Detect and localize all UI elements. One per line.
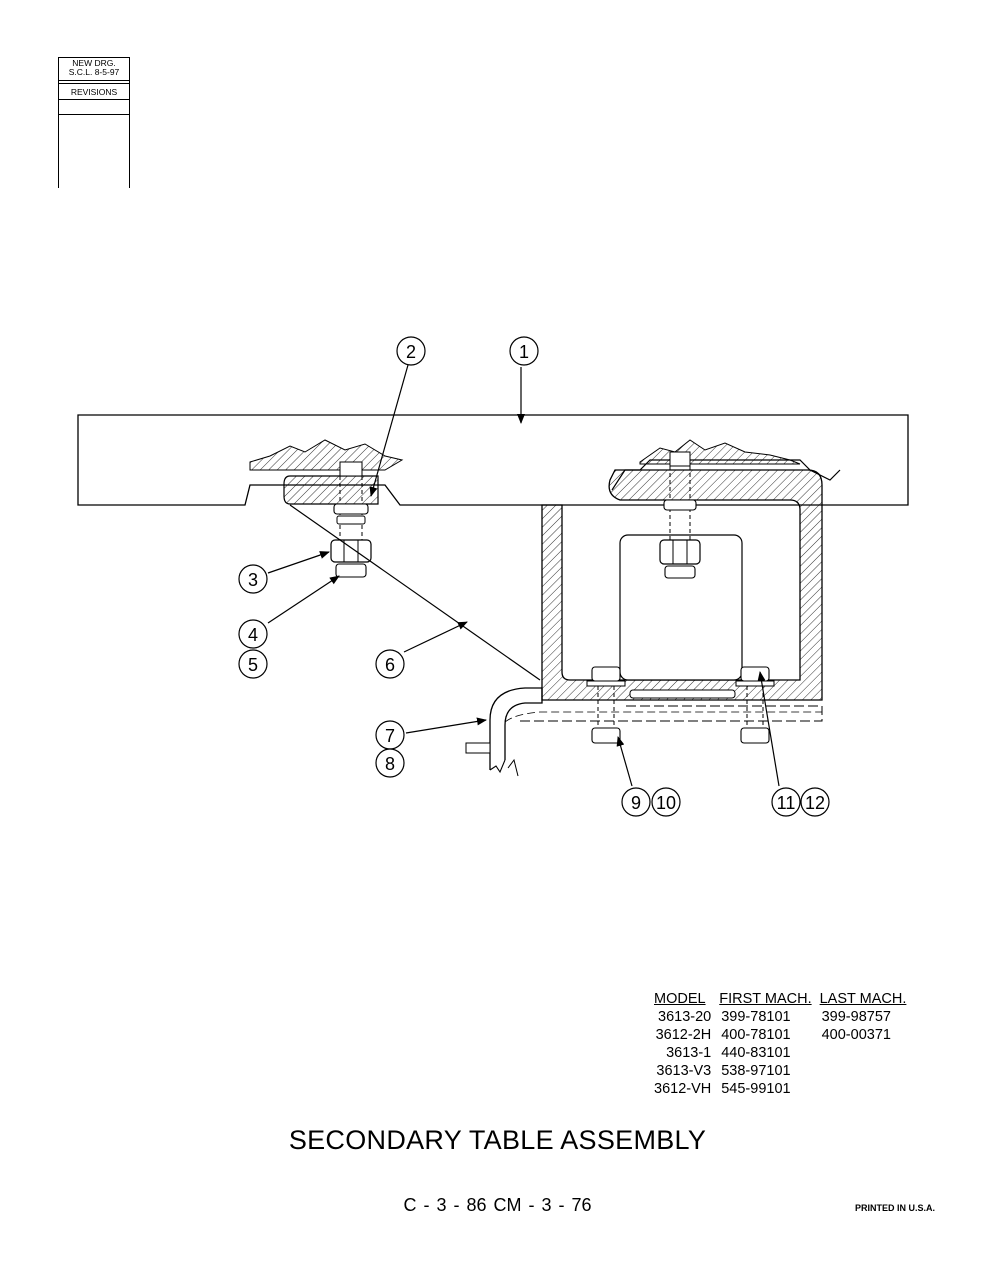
right-bracket-hatch	[639, 439, 801, 465]
bottom-right-washer	[735, 680, 775, 687]
left-bolt-head	[339, 461, 363, 477]
last-mach-cell	[816, 1080, 911, 1098]
right-hex-nut	[659, 539, 701, 565]
callout-11-label: 11	[777, 793, 796, 813]
callout-2-label: 2	[406, 342, 416, 362]
drawing-title: SECONDARY TABLE ASSEMBLY	[288, 1125, 707, 1155]
callout-8: 8	[375, 748, 405, 778]
callout-4: 4	[238, 619, 268, 649]
box-divider	[58, 83, 130, 84]
left-jam-nut	[335, 563, 367, 578]
table-row: 3613-V3 538-97101	[650, 1062, 910, 1080]
inner-slot	[629, 689, 736, 699]
last-mach-cell	[816, 1062, 911, 1080]
callout-6-label: 6	[385, 655, 395, 675]
box-border-left	[58, 57, 59, 188]
table-row: 3612-VH 545-99101	[650, 1080, 910, 1098]
revision-drawing-note: NEW DRG.	[72, 58, 116, 68]
revisions-box: NEW DRG. S.C.L. 8-5-97 REVISIONS	[58, 57, 130, 188]
callout-2: 2	[396, 336, 426, 366]
inner-block	[619, 534, 743, 681]
callout-1-label: 1	[519, 342, 529, 362]
bottom-left-bolt-head	[591, 666, 621, 682]
channel-frame	[541, 469, 823, 701]
right-jam-nut	[664, 565, 696, 579]
model-cell: 3613-V3	[656, 1063, 712, 1079]
last-mach-cell: 399-98757	[821, 1009, 891, 1025]
revisions-label: REVISIONS	[70, 87, 118, 97]
callout-4-label: 4	[248, 625, 258, 645]
callout-11: 11	[771, 787, 801, 817]
model-serial-table: MODEL FIRST MACH. LAST MACH. 3613-20 399…	[650, 990, 910, 1098]
bent-guide-inner-phantom	[504, 711, 822, 723]
printed-in-usa: PRINTED IN U.S.A.	[854, 1203, 935, 1213]
box-border-top	[58, 57, 130, 58]
first-mach-cell: 400-78101	[721, 1027, 791, 1043]
callout-12: 12	[800, 787, 830, 817]
bent-guide	[489, 687, 543, 770]
callout-3: 3	[238, 564, 268, 594]
table-row: 3613-1 440-83101	[650, 1044, 910, 1062]
header-last-mach: LAST MACH.	[819, 991, 907, 1007]
left-washer	[333, 503, 369, 515]
box-border-right	[129, 57, 130, 188]
callout-1: 1	[509, 336, 539, 366]
guide-stud	[465, 742, 491, 754]
guide-break-lower	[507, 758, 519, 777]
table-row: 3612-2H 400-78101 400-00371	[650, 1026, 910, 1044]
callout-7: 7	[375, 720, 405, 750]
box-divider	[58, 114, 130, 115]
first-mach-cell: 545-99101	[721, 1081, 791, 1097]
callout-9-label: 9	[631, 793, 641, 813]
box-divider	[58, 80, 130, 81]
callout-10: 10	[651, 787, 681, 817]
model-cell: 3612-VH	[654, 1081, 712, 1097]
model-cell: 3612-2H	[655, 1027, 712, 1043]
callout-5: 5	[238, 649, 268, 679]
callout-10-label: 10	[656, 793, 676, 813]
callout-5-label: 5	[248, 655, 258, 675]
callout-8-label: 8	[385, 754, 395, 774]
model-cell: 3613-20	[658, 1009, 712, 1025]
bottom-right-bolt-head	[740, 666, 770, 682]
phantom-lower-member	[520, 705, 823, 722]
last-mach-cell	[816, 1044, 911, 1062]
model-cell: 3613-1	[666, 1045, 712, 1061]
left-lock-washer	[336, 515, 366, 525]
callout-12-label: 12	[805, 793, 825, 813]
left-hex-nut	[330, 539, 372, 563]
callout-6: 6	[375, 649, 405, 679]
revision-initials-date: S.C.L. 8-5-97	[68, 67, 120, 77]
header-model: MODEL	[654, 991, 706, 1007]
page-reference: C - 3 - 86 CM - 3 - 76	[403, 1195, 592, 1215]
left-bracket-plate	[283, 475, 379, 505]
first-mach-cell: 440-83101	[721, 1045, 791, 1061]
bent-guide-break	[489, 759, 506, 774]
leader-lines	[267, 364, 780, 787]
last-mach-cell: 400-00371	[821, 1027, 891, 1043]
bottom-right-nut	[740, 727, 770, 744]
box-divider	[58, 99, 130, 100]
table-top	[77, 414, 909, 506]
header-first-mach: FIRST MACH.	[719, 991, 812, 1007]
first-mach-cell: 399-78101	[721, 1009, 791, 1025]
table-row: 3613-20 399-78101 399-98757	[650, 1008, 910, 1026]
bottom-left-nut	[591, 727, 621, 744]
right-washer	[663, 499, 697, 511]
first-mach-cell: 538-97101	[721, 1063, 791, 1079]
right-bolt-head	[669, 451, 691, 467]
callout-9: 9	[621, 787, 651, 817]
callout-3-label: 3	[248, 570, 258, 590]
callout-7-label: 7	[385, 726, 395, 746]
bottom-left-washer	[586, 680, 626, 687]
